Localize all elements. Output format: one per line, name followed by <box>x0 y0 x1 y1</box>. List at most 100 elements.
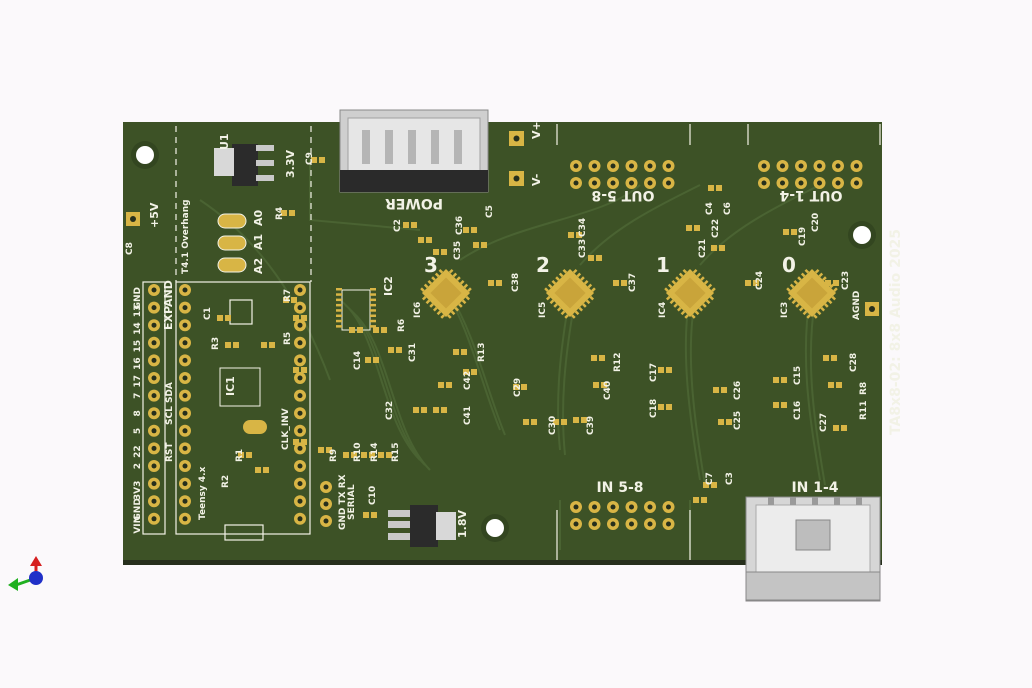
refdes-label: C7 <box>705 472 715 485</box>
refdes-label: C18 <box>649 399 659 418</box>
refdes-label: R9 <box>329 449 339 462</box>
a0-label: A0 <box>252 209 265 226</box>
teensy-pin-label: 15 <box>133 340 143 353</box>
refdes-label: R4 <box>275 207 285 220</box>
passive-components <box>217 157 847 518</box>
a1-label: A1 <box>252 234 265 250</box>
axes-gizmo-icon <box>8 556 43 591</box>
codec-ref-ic3: IC3 <box>780 302 790 318</box>
scl-sda-label: SCL SDA <box>165 382 175 425</box>
refdes-label: C21 <box>698 239 708 258</box>
refdes-label: C10 <box>368 486 378 505</box>
refdes-label: R1 <box>235 449 245 462</box>
refdes-label: C14 <box>353 351 363 370</box>
teensy-pin-label: 17 <box>133 375 143 388</box>
qfn-codec-chip <box>420 268 472 319</box>
refdes-label: C3 <box>725 472 735 485</box>
teensy-pin-label: VIN <box>133 516 143 534</box>
refdes-label: C5 <box>485 205 495 218</box>
in-5-8-label: IN 5-8 <box>596 480 643 496</box>
teensy-pin-label: 3V3 <box>133 481 143 501</box>
codec-ref-ic6: IC6 <box>413 302 423 318</box>
refdes-label: R15 <box>391 443 401 462</box>
refdes-label: C30 <box>548 416 558 435</box>
refdes-label: C35 <box>453 241 463 260</box>
refdes-label: C33 <box>578 239 588 258</box>
refdes-label: C8 <box>125 242 135 255</box>
refdes-label: C40 <box>603 381 613 400</box>
regulator-1v8 <box>388 505 456 547</box>
refdes-label: C29 <box>513 378 523 397</box>
overhang-label: T4.1 Overhang <box>181 199 191 274</box>
v33-label: 3.3V <box>284 150 297 178</box>
teensy-pin-label: GND <box>133 498 143 520</box>
a2-label: A2 <box>252 258 265 274</box>
rst-label: RST <box>165 442 175 462</box>
serial-label: SERIAL <box>347 484 357 520</box>
board-title: TA8x8-02: 8x8 Audio 2025 <box>888 229 904 435</box>
refdes-label: R5 <box>283 332 293 345</box>
mounting-holes <box>131 141 876 542</box>
refdes-label: C17 <box>649 363 659 382</box>
teensy-pin-label: 13 <box>133 305 143 318</box>
u1-label: U1 <box>218 133 231 150</box>
teensy-pin-label: 22 <box>133 445 143 458</box>
refdes-label: C37 <box>628 273 638 292</box>
power-label: POWER <box>385 195 443 211</box>
refdes-label: C25 <box>733 411 743 430</box>
refdes-label: R14 <box>370 443 380 462</box>
qfn-codec-chip <box>786 268 838 319</box>
serial-pins-label: GND TX RX <box>338 474 348 530</box>
refdes-label: C27 <box>819 413 829 432</box>
power-connector <box>339 109 489 193</box>
teensy-pin-label: 16 <box>133 357 143 370</box>
refdes-label: R3 <box>211 337 221 350</box>
header-pads <box>148 160 863 530</box>
pcb-board <box>123 122 882 564</box>
refdes-label: R2 <box>221 475 231 488</box>
plus5v-label: +5V <box>148 202 161 228</box>
refdes-label: C36 <box>455 216 465 235</box>
regulator-u1 <box>214 144 274 186</box>
v-plus-label: V+ <box>530 121 543 139</box>
codec-num-2: 2 <box>536 253 550 277</box>
qfn-codec-chip <box>664 268 716 319</box>
refdes-label: R13 <box>477 343 487 362</box>
refdes-label: C15 <box>793 366 803 385</box>
teensy-pin-label: 5 <box>133 428 143 434</box>
v-minus-label: V- <box>530 174 543 186</box>
agnd-label: AGND <box>852 291 862 320</box>
out-5-8-label: OUT 5-8 <box>592 187 655 203</box>
ic1-chip <box>219 367 267 434</box>
refdes-label: C28 <box>849 353 859 372</box>
ic1-label: IC1 <box>224 376 237 396</box>
refdes-label: C34 <box>578 218 588 237</box>
silkscreen-labels: POWER OUT 5-8 OUT 1-4 IN 5-8 IN 1-4 V+ V… <box>148 121 904 538</box>
refdes-label: C38 <box>511 273 521 292</box>
refdes-label: R12 <box>613 353 623 372</box>
in-1-4-connector <box>745 496 881 602</box>
teensy-pin-label: 7 <box>133 393 143 399</box>
refdes-label: C9 <box>305 152 315 165</box>
teensy-pin-label: GND <box>133 287 143 309</box>
codec-num-3: 3 <box>424 253 438 277</box>
refdes-label: R11 <box>859 401 869 420</box>
codec-num-1: 1 <box>656 253 670 277</box>
in-1-4-label: IN 1-4 <box>791 480 838 496</box>
refdes-label: R6 <box>397 319 407 332</box>
expand-label: EXPAND <box>162 280 175 330</box>
teensy-label: Teensy 4.x <box>198 466 208 520</box>
refdes-label: C6 <box>723 202 733 215</box>
clk-inv-label: CLK_INV <box>281 408 291 450</box>
teensy-pin-label: 14 <box>133 322 143 335</box>
codec-chips <box>420 268 838 319</box>
address-jumpers <box>217 213 247 273</box>
refdes-label: C31 <box>408 343 418 362</box>
v-pads <box>126 131 879 316</box>
refdes-label: C22 <box>711 219 721 238</box>
codec-ref-ic4: IC4 <box>658 302 668 318</box>
refdes-label: C4 <box>705 202 715 215</box>
